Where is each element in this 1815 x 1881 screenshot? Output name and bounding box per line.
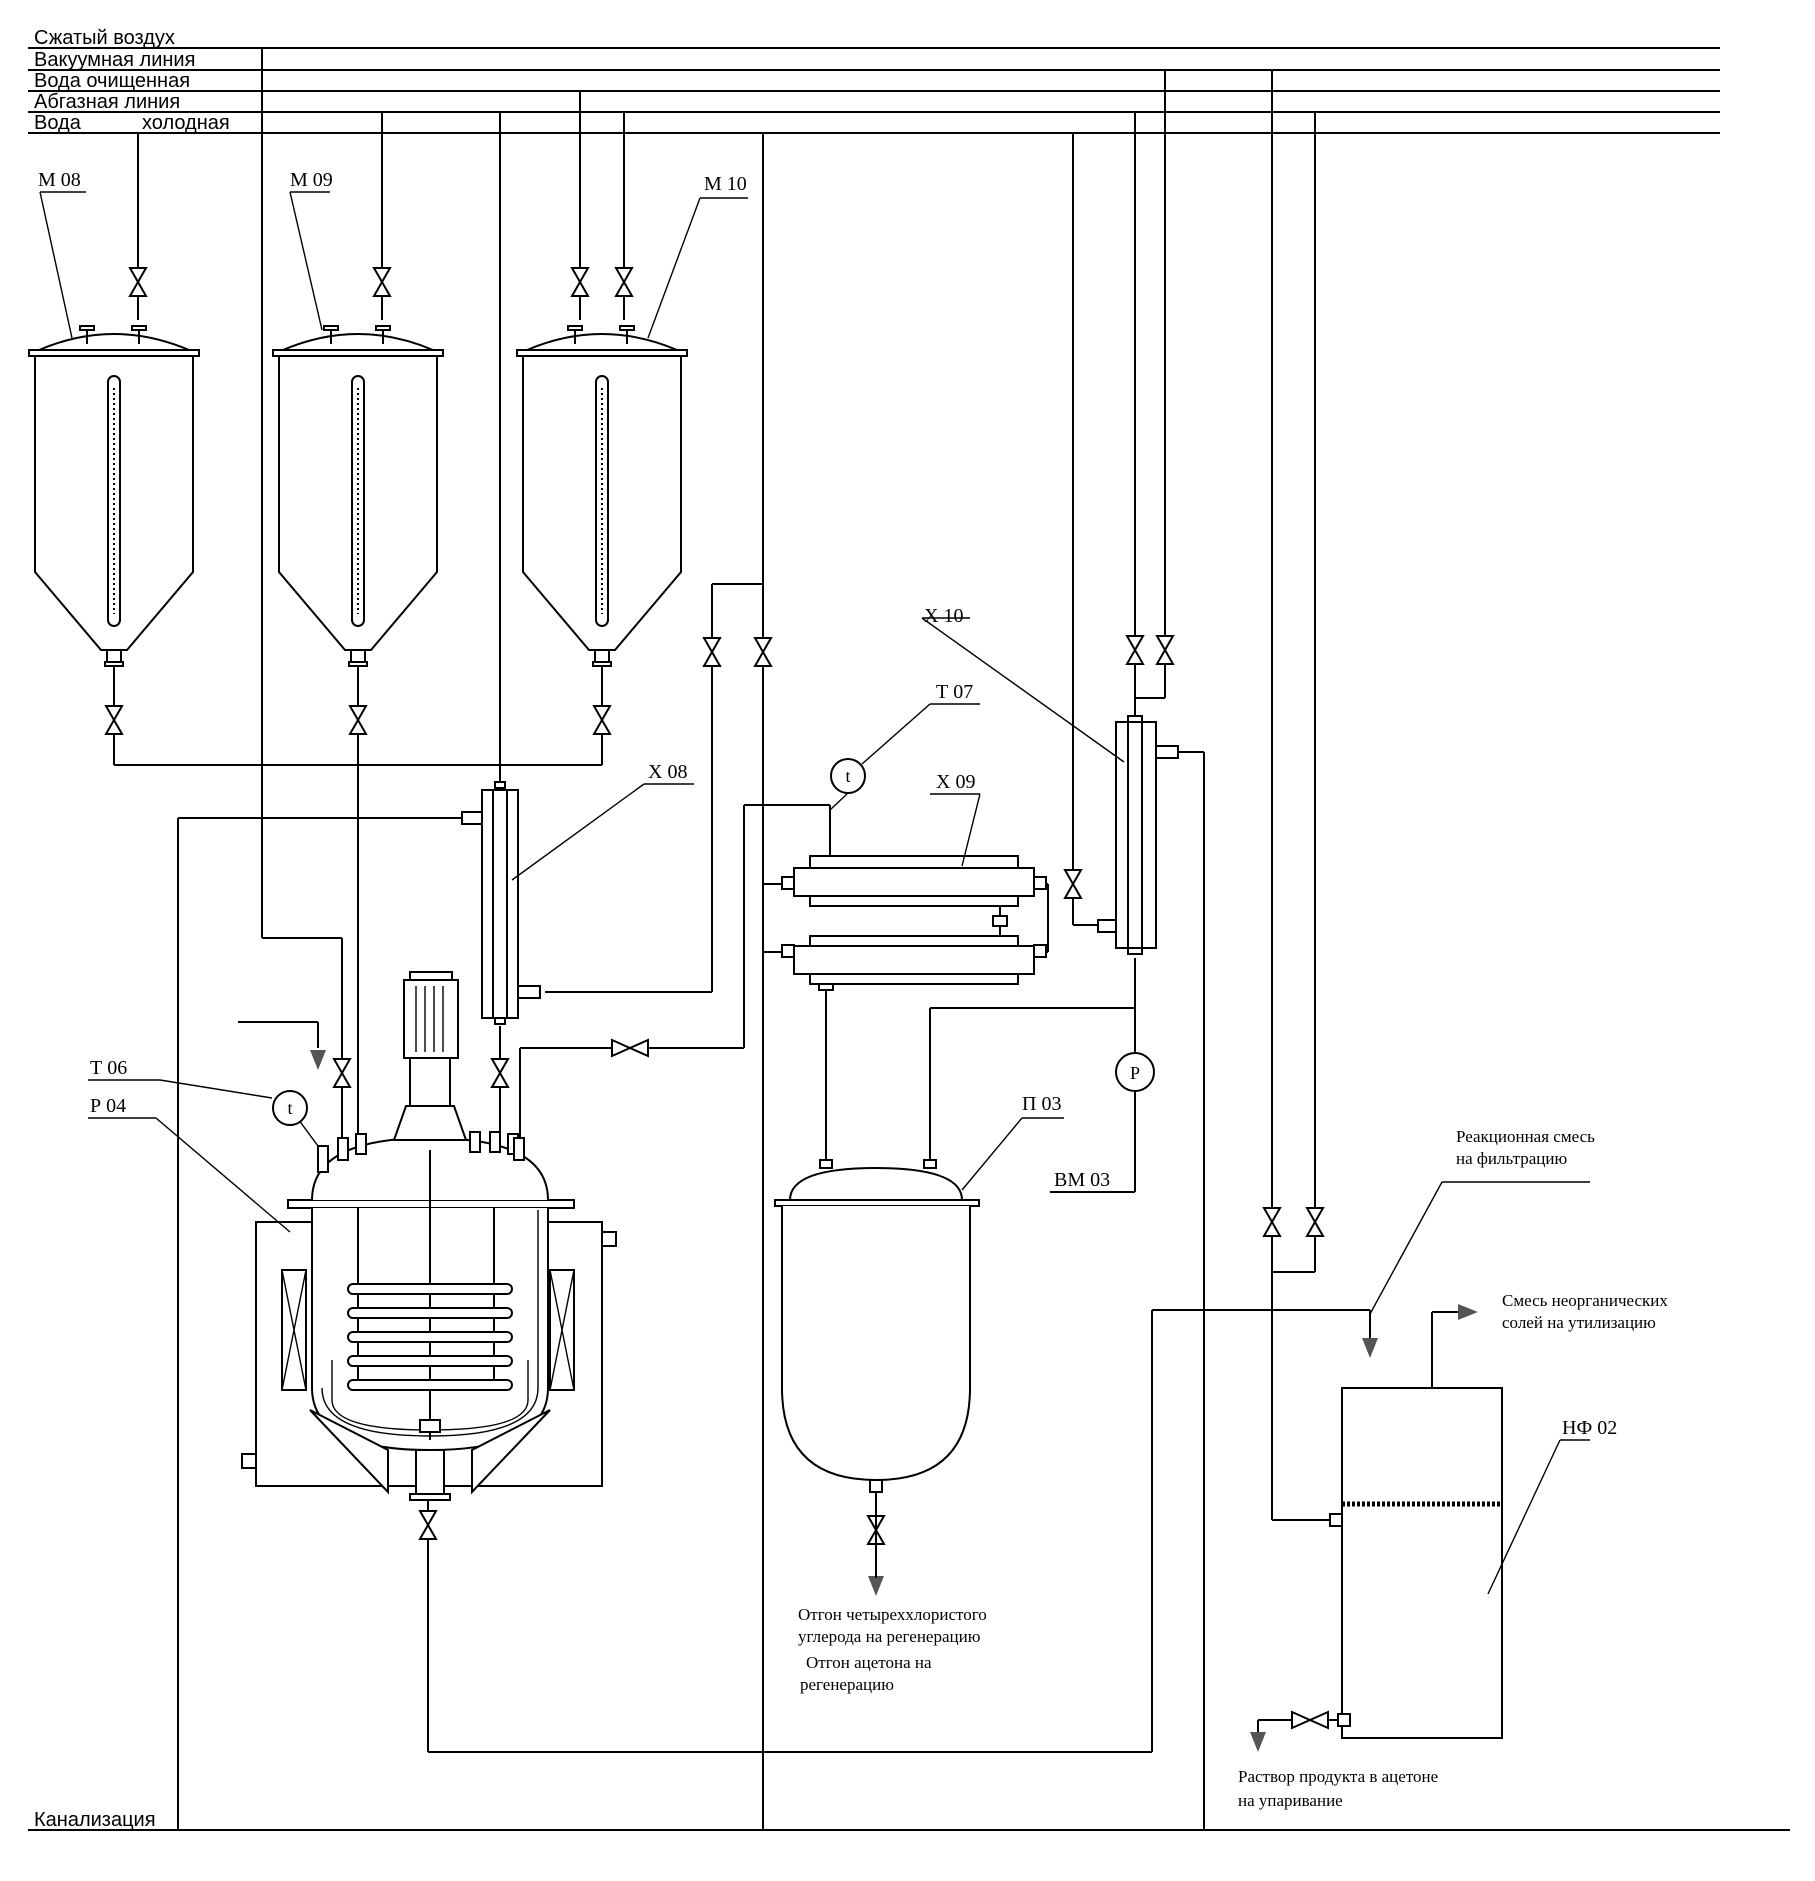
label-p04: Р 04 <box>90 1095 126 1117</box>
line-label-exhaust-gas: Абгазная линия <box>34 91 180 113</box>
note-salts-1: Смесь неорганических <box>1502 1291 1668 1310</box>
valves <box>105 267 1329 1729</box>
valve-icon[interactable] <box>1156 635 1174 665</box>
note-product-2: на упаривание <box>1238 1791 1343 1810</box>
line-label-sewer: Канализация <box>34 1809 156 1831</box>
valve-icon[interactable] <box>1263 1207 1281 1237</box>
measuring-tank-m08 <box>28 325 200 667</box>
label-nf02: НФ 02 <box>1562 1417 1617 1439</box>
valve-icon[interactable] <box>754 637 772 667</box>
label-x10: Х 10 <box>924 605 963 627</box>
flow-notes: Реакционная смесь на фильтрацию Смесь не… <box>798 1127 1668 1810</box>
equipment-labels: М 08 М 09 М 10 Х 08 Х 09 Х 10 Т 07 Т 06 … <box>38 169 1617 1439</box>
label-x08: Х 08 <box>648 761 687 783</box>
valve-icon[interactable] <box>129 267 147 297</box>
thermometer-symbol: t <box>845 766 850 786</box>
valve-icon[interactable] <box>349 705 367 735</box>
instruments: t t P <box>272 758 1155 1147</box>
note-ccl4-1: Отгон четыреххлористого <box>798 1605 987 1624</box>
note-acetone-2: регенерацию <box>800 1675 894 1694</box>
valve-icon[interactable] <box>593 705 611 735</box>
flow-arrows <box>310 1050 1478 1752</box>
measuring-tank-m09 <box>272 325 444 667</box>
valve-icon[interactable] <box>373 267 391 297</box>
label-m09: М 09 <box>290 169 333 191</box>
label-p03: П 03 <box>1022 1093 1061 1115</box>
valve-icon[interactable] <box>333 1058 351 1088</box>
condenser-x10 <box>1097 715 1179 955</box>
label-m10: М 10 <box>704 173 747 195</box>
note-product-1: Раствор продукта в ацетоне <box>1238 1767 1438 1786</box>
line-label-water: Вода <box>34 112 82 134</box>
nutsch-filter-nf02 <box>1329 1387 1503 1739</box>
utility-header: Сжатый воздух Вакуумная линия Вода очище… <box>28 27 1790 1831</box>
label-t06: Т 06 <box>90 1057 127 1079</box>
note-salts-2: солей на утилизацию <box>1502 1313 1656 1332</box>
receiver-p03 <box>774 1159 980 1578</box>
reactor-p04 <box>241 971 617 1510</box>
line-label-cold: холодная <box>142 112 230 134</box>
thermometer-icon <box>272 1090 308 1126</box>
line-label-compressed-air: Сжатый воздух <box>34 27 175 49</box>
condenser-x09 <box>781 855 1047 991</box>
valve-icon[interactable] <box>491 1058 509 1088</box>
label-m08: М 08 <box>38 169 81 191</box>
note-reaction-mix-1: Реакционная смесь <box>1456 1127 1595 1146</box>
label-x09: Х 09 <box>936 771 975 793</box>
valve-icon[interactable] <box>105 705 123 735</box>
valve-icon[interactable] <box>571 267 589 297</box>
pressure-gauge-symbol: P <box>1130 1063 1140 1083</box>
label-t07: Т 07 <box>936 681 973 703</box>
note-acetone-1: Отгон ацетона на <box>806 1653 932 1672</box>
note-ccl4-2: углерода на регенерацию <box>798 1627 981 1646</box>
valve-icon[interactable] <box>1306 1207 1324 1237</box>
piping <box>113 48 1458 1830</box>
valve-icon[interactable] <box>1064 869 1082 899</box>
line-label-purified-water: Вода очищенная <box>34 70 190 92</box>
valve-icon[interactable] <box>615 267 633 297</box>
label-bm03: ВМ 03 <box>1054 1169 1110 1191</box>
leader-lines <box>39 191 1590 1595</box>
valve-icon[interactable] <box>1291 1711 1329 1729</box>
condenser-x08 <box>461 781 541 1025</box>
valve-icon[interactable] <box>611 1039 649 1057</box>
thermometer-symbol: t <box>287 1098 292 1118</box>
valve-icon[interactable] <box>703 637 721 667</box>
valve-icon[interactable] <box>1126 635 1144 665</box>
measuring-tank-m10 <box>516 325 688 667</box>
note-reaction-mix-2: на фильтрацию <box>1456 1149 1567 1168</box>
pressure-gauge-icon <box>1115 1052 1155 1092</box>
valve-icon[interactable] <box>419 1510 437 1540</box>
line-label-vacuum: Вакуумная линия <box>34 49 195 71</box>
